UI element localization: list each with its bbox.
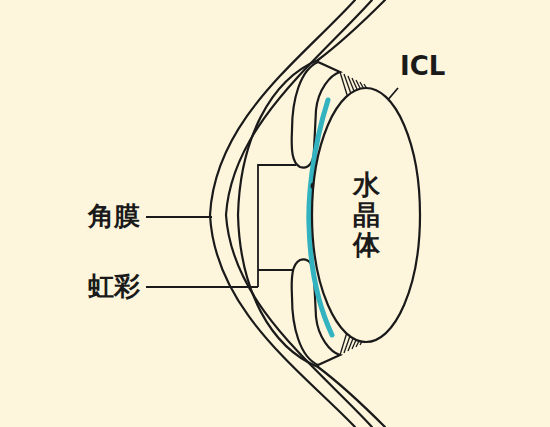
iris-bracket: [146, 165, 296, 287]
sclera-line: [318, 0, 385, 60]
part-label: 角膜: [88, 202, 140, 231]
part-label: 虹彩: [88, 272, 140, 301]
lens-label: 水晶体: [353, 170, 380, 259]
cornea-leader: [146, 216, 212, 218]
lens-ellipse: [312, 88, 420, 342]
part-label: ICL: [400, 52, 445, 81]
sclera-line: [318, 367, 385, 427]
lens-body: 水晶体: [310, 86, 422, 344]
